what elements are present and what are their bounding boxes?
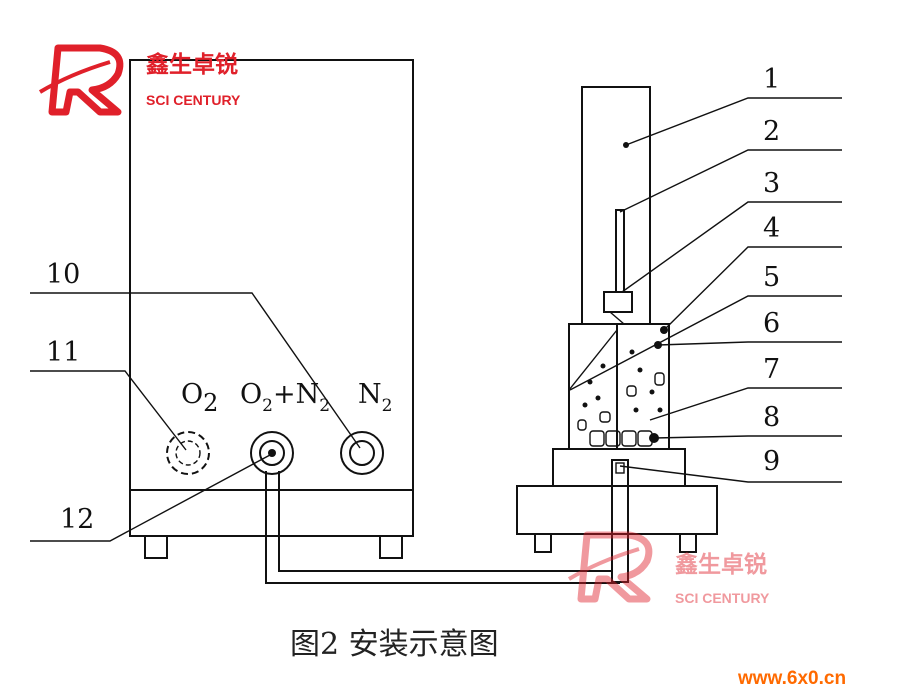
callout-8: 8 — [763, 402, 780, 433]
figure-caption: 图2 安装示意图 — [290, 627, 499, 662]
callout-11: 11 — [46, 337, 80, 368]
callout-7: 7 — [763, 354, 780, 385]
port-n2-label: N2 — [358, 379, 392, 416]
gas-cabinet — [129, 59, 414, 559]
port-o2n2-label: O2+N2 — [240, 379, 330, 416]
port-n2-knob — [340, 431, 384, 475]
brand-en-top: SCI CENTURY — [146, 92, 241, 108]
callout-4: 4 — [763, 213, 780, 244]
port-o2n2-knob — [250, 431, 294, 475]
callout-3: 3 — [763, 168, 780, 199]
test-apparatus — [516, 86, 718, 583]
callout-10: 10 — [46, 259, 80, 290]
brand-cn-bottom: 鑫生卓锐 — [674, 551, 767, 578]
brand-logo-top — [38, 44, 124, 116]
callout-9: 9 — [763, 446, 780, 477]
brand-logo-bottom — [567, 531, 653, 603]
callout-12: 12 — [60, 504, 94, 535]
port-o2-knob — [166, 431, 210, 475]
brand-cn-top: 鑫生卓锐 — [145, 51, 238, 78]
callout-leaders-right — [569, 97, 842, 483]
callout-6: 6 — [763, 308, 780, 339]
brand-en-bottom: SCI CENTURY — [675, 590, 770, 606]
callout-leaders-left — [30, 292, 361, 542]
port-o2-label: O2 — [181, 379, 218, 417]
callout-1: 1 — [763, 64, 780, 95]
gas-pipe — [265, 471, 620, 584]
callout-5: 5 — [763, 262, 780, 293]
callout-2: 2 — [763, 116, 780, 147]
site-watermark: www.6x0.cn — [737, 668, 846, 689]
